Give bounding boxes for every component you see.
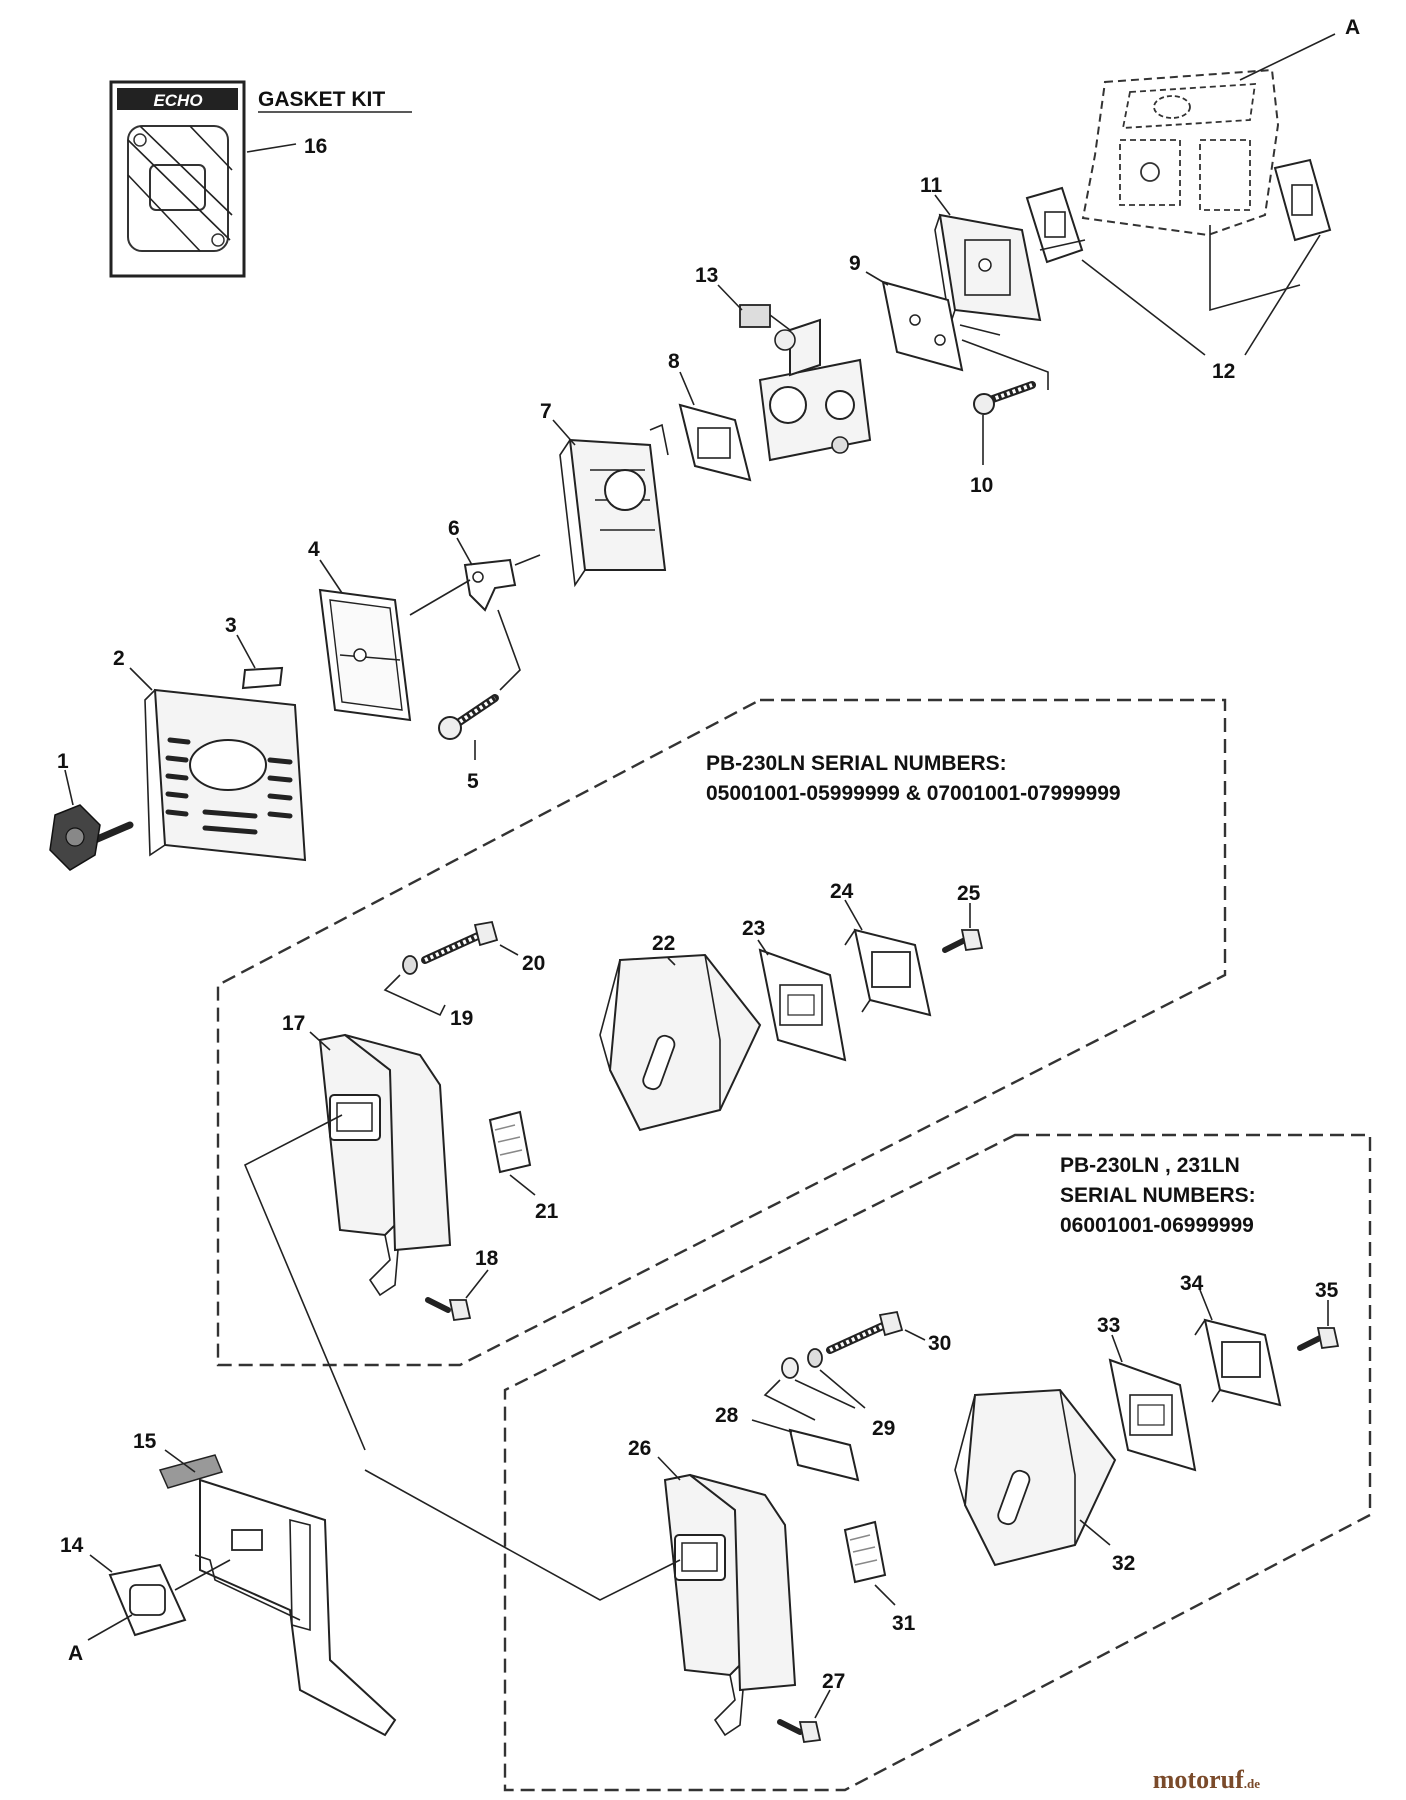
muffler-26 <box>663 1473 797 1737</box>
callout-8: 8 <box>668 350 680 373</box>
bolt-27 <box>777 1719 822 1743</box>
callout-23: 23 <box>742 917 765 940</box>
callout-6: 6 <box>448 517 460 540</box>
screen-21 <box>488 1110 532 1174</box>
bolt-30 <box>826 1310 904 1354</box>
plate-28 <box>788 1428 860 1482</box>
callout-13: 13 <box>695 264 718 287</box>
callout-32: 32 <box>1112 1552 1135 1575</box>
callout-19: 19 <box>450 1007 473 1030</box>
gasket-8 <box>678 403 752 482</box>
group2-title: SERIAL NUMBERS: <box>1060 1184 1256 1207</box>
ref-label-a-top: A <box>1345 16 1360 39</box>
group1-serials: 05001001-05999999 & 07001001-07999999 <box>706 782 1121 805</box>
callout-30: 30 <box>928 1332 951 1355</box>
callout-35: 35 <box>1315 1279 1339 1302</box>
gasket-23 <box>758 948 847 1062</box>
muffler-17 <box>318 1033 452 1297</box>
callout-7: 7 <box>540 400 552 423</box>
callout-15: 15 <box>133 1430 157 1453</box>
carburetor-13 <box>739 304 872 462</box>
group1-title: PB-230LN SERIAL NUMBERS: <box>706 752 1007 775</box>
bolt-18 <box>425 1297 472 1321</box>
exhaust-guide-22 <box>599 953 762 1132</box>
gasket-kit-package: ECHO <box>109 80 246 278</box>
gasket-14 <box>108 1563 187 1637</box>
heat-plate-15 <box>158 1454 397 1737</box>
callout-18: 18 <box>475 1247 499 1270</box>
gasket-33 <box>1108 1358 1197 1472</box>
group1-outline <box>216 698 1227 1367</box>
insulator-11 <box>934 213 1042 326</box>
callout-10: 10 <box>970 474 993 497</box>
air-filter-element-4 <box>318 588 412 722</box>
ref-label-a-bottom: A <box>68 1642 83 1665</box>
screw-10 <box>973 381 1036 415</box>
exhaust-guide-32 <box>954 1388 1117 1567</box>
callout-22: 22 <box>652 932 675 955</box>
callout-3: 3 <box>225 614 237 637</box>
callout-12: 12 <box>1212 360 1235 383</box>
bolt-35 <box>1297 1327 1340 1351</box>
knob-1 <box>49 804 134 871</box>
callout-11: 11 <box>920 174 943 197</box>
callout-17: 17 <box>282 1012 305 1035</box>
bolt-25 <box>942 929 984 953</box>
gasket-12 <box>1025 158 1332 264</box>
callout-5: 5 <box>467 770 479 793</box>
callout-29: 29 <box>872 1417 895 1440</box>
gasket-9 <box>881 280 964 372</box>
callout-2: 2 <box>113 647 125 670</box>
callout-26: 26 <box>628 1437 651 1460</box>
gasket-34 <box>1194 1318 1282 1407</box>
bracket-6 <box>463 558 517 612</box>
gasket-24 <box>844 928 932 1017</box>
group2-outline <box>503 1133 1372 1792</box>
callout-33: 33 <box>1097 1314 1120 1337</box>
gasket-kit-title: GASKET KIT <box>258 88 385 111</box>
callout-25: 25 <box>957 882 981 905</box>
callout-4: 4 <box>308 538 320 561</box>
callout-24: 24 <box>830 880 854 903</box>
watermark-suffix: .de <box>1244 1776 1260 1791</box>
group2-model: PB-230LN , 231LN <box>1060 1154 1240 1177</box>
callout-16: 16 <box>304 135 327 158</box>
callout-28: 28 <box>715 1404 739 1427</box>
callout-20: 20 <box>522 952 545 975</box>
screen-31 <box>843 1520 887 1584</box>
air-cleaner-cover-2 <box>144 688 307 862</box>
washers-29 <box>781 1348 823 1379</box>
label-3 <box>241 666 284 690</box>
washer-19 <box>402 955 418 975</box>
bolt-20 <box>421 920 499 964</box>
engine-cover-ref <box>1081 68 1280 237</box>
callout-27: 27 <box>822 1670 845 1693</box>
watermark-main: motoruf <box>1153 1765 1244 1794</box>
callout-9: 9 <box>849 252 861 275</box>
echo-logo-text: ECHO <box>153 91 202 110</box>
group2-serials: 06001001-06999999 <box>1060 1214 1254 1237</box>
callout-34: 34 <box>1180 1272 1204 1295</box>
callout-14: 14 <box>60 1534 84 1557</box>
watermark: motoruf.de <box>1153 1765 1260 1794</box>
callout-1: 1 <box>57 750 69 773</box>
callout-21: 21 <box>535 1200 559 1223</box>
air-cleaner-case-7 <box>559 423 669 588</box>
callout-31: 31 <box>892 1612 916 1635</box>
bolt-5 <box>438 694 499 740</box>
